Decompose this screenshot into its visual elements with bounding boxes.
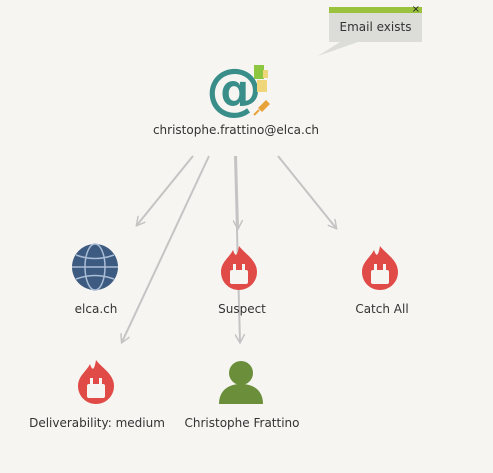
tooltip-tail [318, 42, 358, 56]
email-node-label[interactable]: christophe.frattino@elca.ch [152, 123, 320, 137]
catch-all-flame-icon[interactable] [362, 246, 398, 290]
email-node-icon[interactable]: @ [206, 57, 270, 122]
edge-to-catch-all [277, 155, 336, 228]
catch-all-node-label[interactable]: Catch All [355, 302, 409, 316]
globe-icon[interactable] [72, 243, 118, 291]
suspect-node-label[interactable]: Suspect [218, 302, 266, 316]
edge-to-suspect [236, 155, 238, 228]
edge-to-person [234, 155, 240, 342]
deliverability-flame-icon[interactable] [78, 360, 114, 404]
person-node-label[interactable]: Christophe Frattino [184, 416, 300, 430]
domain-node-label[interactable]: elca.ch [74, 302, 118, 316]
edge-to-domain [137, 155, 194, 225]
deliverability-node-label[interactable]: Deliverability: medium [29, 416, 165, 430]
email-exists-tooltip: Email exists × [329, 4, 422, 42]
person-icon[interactable] [219, 361, 263, 404]
edges [122, 155, 336, 342]
suspect-flame-icon[interactable] [221, 246, 257, 290]
tooltip-text: Email exists [339, 20, 412, 34]
svg-text:@: @ [206, 57, 262, 122]
edge-to-deliverability [122, 155, 210, 342]
close-icon[interactable]: × [411, 4, 420, 15]
